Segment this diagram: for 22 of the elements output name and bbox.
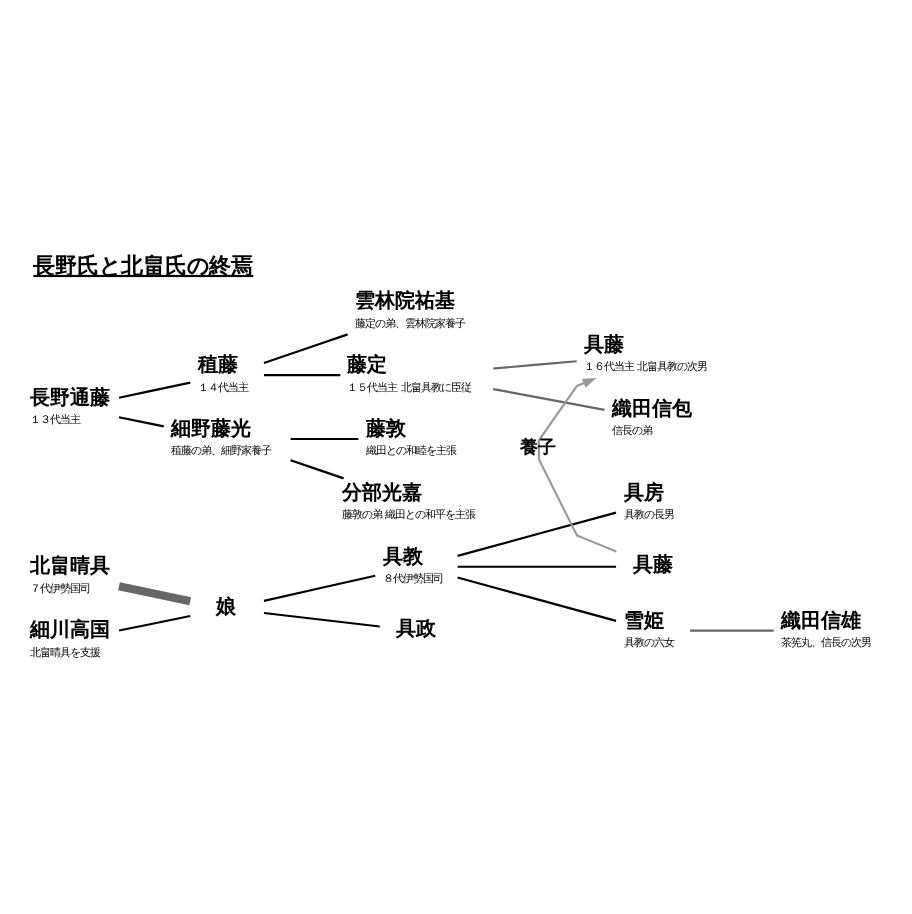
connector bbox=[118, 614, 191, 631]
connector bbox=[690, 628, 774, 631]
connector bbox=[493, 387, 605, 410]
connector bbox=[263, 610, 380, 627]
connector bbox=[118, 380, 191, 398]
connector bbox=[457, 510, 617, 556]
connector bbox=[457, 564, 617, 567]
node-text: 娘 bbox=[216, 593, 237, 618]
node-text: 具藤 bbox=[632, 551, 673, 576]
connector bbox=[290, 458, 344, 479]
connector bbox=[118, 415, 164, 427]
arrow bbox=[537, 376, 617, 552]
connector bbox=[263, 332, 348, 363]
connector bbox=[263, 373, 341, 376]
connector bbox=[263, 573, 376, 601]
connector bbox=[493, 359, 577, 369]
connector bbox=[290, 436, 359, 440]
connector bbox=[457, 575, 617, 621]
node-text: 具政 bbox=[396, 615, 437, 640]
edge-label: 養子 bbox=[519, 438, 556, 459]
diagram-title: 長野氏と北畠氏の終焉 bbox=[33, 251, 254, 278]
connector bbox=[118, 581, 192, 605]
